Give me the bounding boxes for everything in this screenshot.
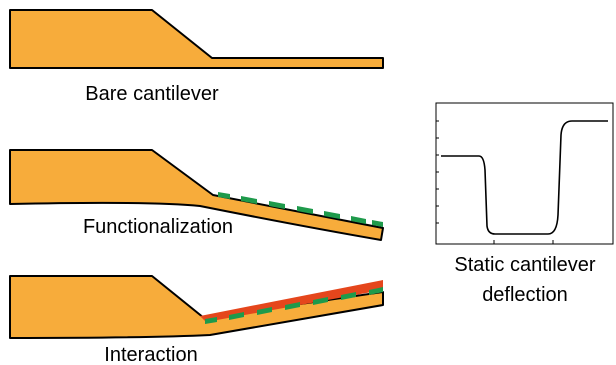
panel-interaction: Interaction xyxy=(9,275,384,365)
receptor-segment xyxy=(269,201,285,209)
receptor-layer xyxy=(218,192,383,227)
deflection-plot: Static cantilever deflection xyxy=(435,102,614,306)
receptor-segment xyxy=(351,216,366,224)
panel-functionalization: Functionalization xyxy=(9,149,384,241)
deflection-trace xyxy=(441,120,608,235)
analyte-layer xyxy=(200,280,383,322)
panel-bare-cantilever: Bare cantilever xyxy=(9,9,384,105)
x-axis-ticks xyxy=(493,240,554,244)
receptor-segment xyxy=(285,302,300,310)
receptor-segment xyxy=(257,307,272,315)
y-axis-ticks xyxy=(436,120,439,224)
plot-caption-line1: Static cantilever xyxy=(454,254,596,276)
receptor-segment xyxy=(205,317,217,324)
receptor-segment xyxy=(241,196,257,204)
receptor-layer xyxy=(205,287,383,324)
caption-functionalization: Functionalization xyxy=(83,216,233,238)
plot-caption-line2: deflection xyxy=(482,284,568,306)
receptor-segment xyxy=(341,292,356,300)
caption-interaction: Interaction xyxy=(104,344,197,365)
receptor-segment xyxy=(218,192,230,199)
functionalized-cantilever-body xyxy=(9,149,384,241)
bare-cantilever-body xyxy=(9,9,384,69)
receptor-segment xyxy=(229,312,244,320)
interacting-cantilever-body xyxy=(9,275,384,339)
receptor-segment xyxy=(297,206,313,214)
plot-frame xyxy=(435,102,614,245)
receptor-segment xyxy=(324,211,340,219)
receptor-segment xyxy=(372,220,383,227)
receptor-segment xyxy=(313,297,328,305)
receptor-segment xyxy=(369,287,383,295)
caption-bare-cantilever: Bare cantilever xyxy=(85,83,219,105)
